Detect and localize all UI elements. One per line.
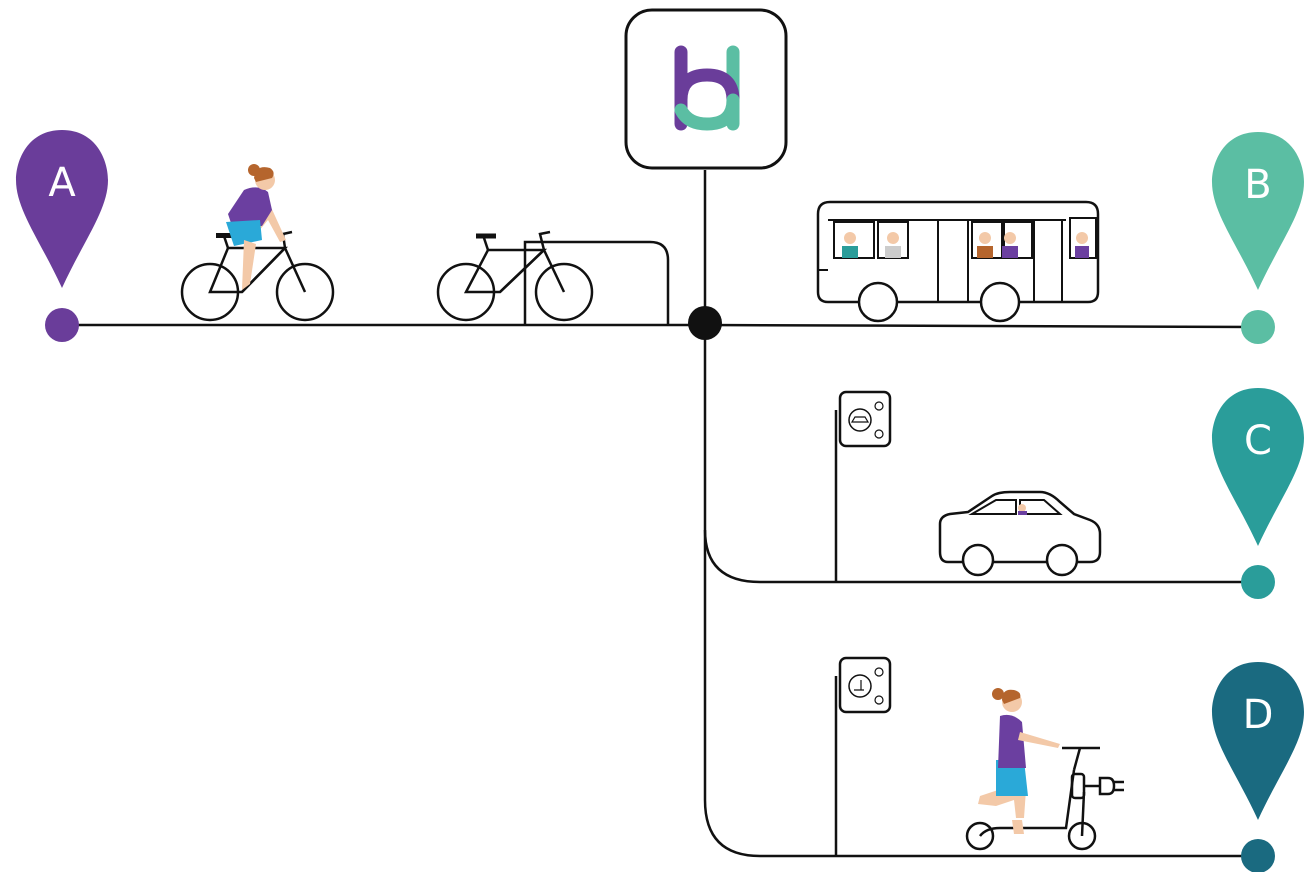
bike-rack-icon [523,240,670,325]
plug-icon [1084,776,1124,796]
route-lines [62,170,1259,858]
pin-d-dot [1241,839,1275,872]
pin-d: D [1212,662,1304,872]
parked-bicycle-icon [436,230,594,322]
pin-c: C [1212,388,1304,599]
pin-b-dot [1241,310,1275,344]
person-cycling-icon [180,164,335,322]
bus-passengers [842,232,1089,258]
car-icon [938,490,1102,577]
person-on-e-scooter-icon [965,688,1100,851]
pin-c-dot [1241,565,1275,599]
junction-node [688,306,722,340]
pin-c-label: C [1244,418,1272,464]
pin-b: B [1212,132,1304,344]
bus-icon [816,200,1100,323]
hub-logo-icon [674,45,740,131]
hub-logo [624,8,788,170]
pin-d-label: D [1243,692,1274,738]
pin-a-dot [45,308,79,342]
pin-a: A [16,130,108,342]
charging-station-scooter-icon [834,656,892,856]
charging-station-car-icon [834,390,892,582]
pin-b-label: B [1244,162,1271,208]
route-d-line [703,530,1258,858]
route-b-line [704,323,1259,329]
pin-a-label: A [48,160,76,206]
